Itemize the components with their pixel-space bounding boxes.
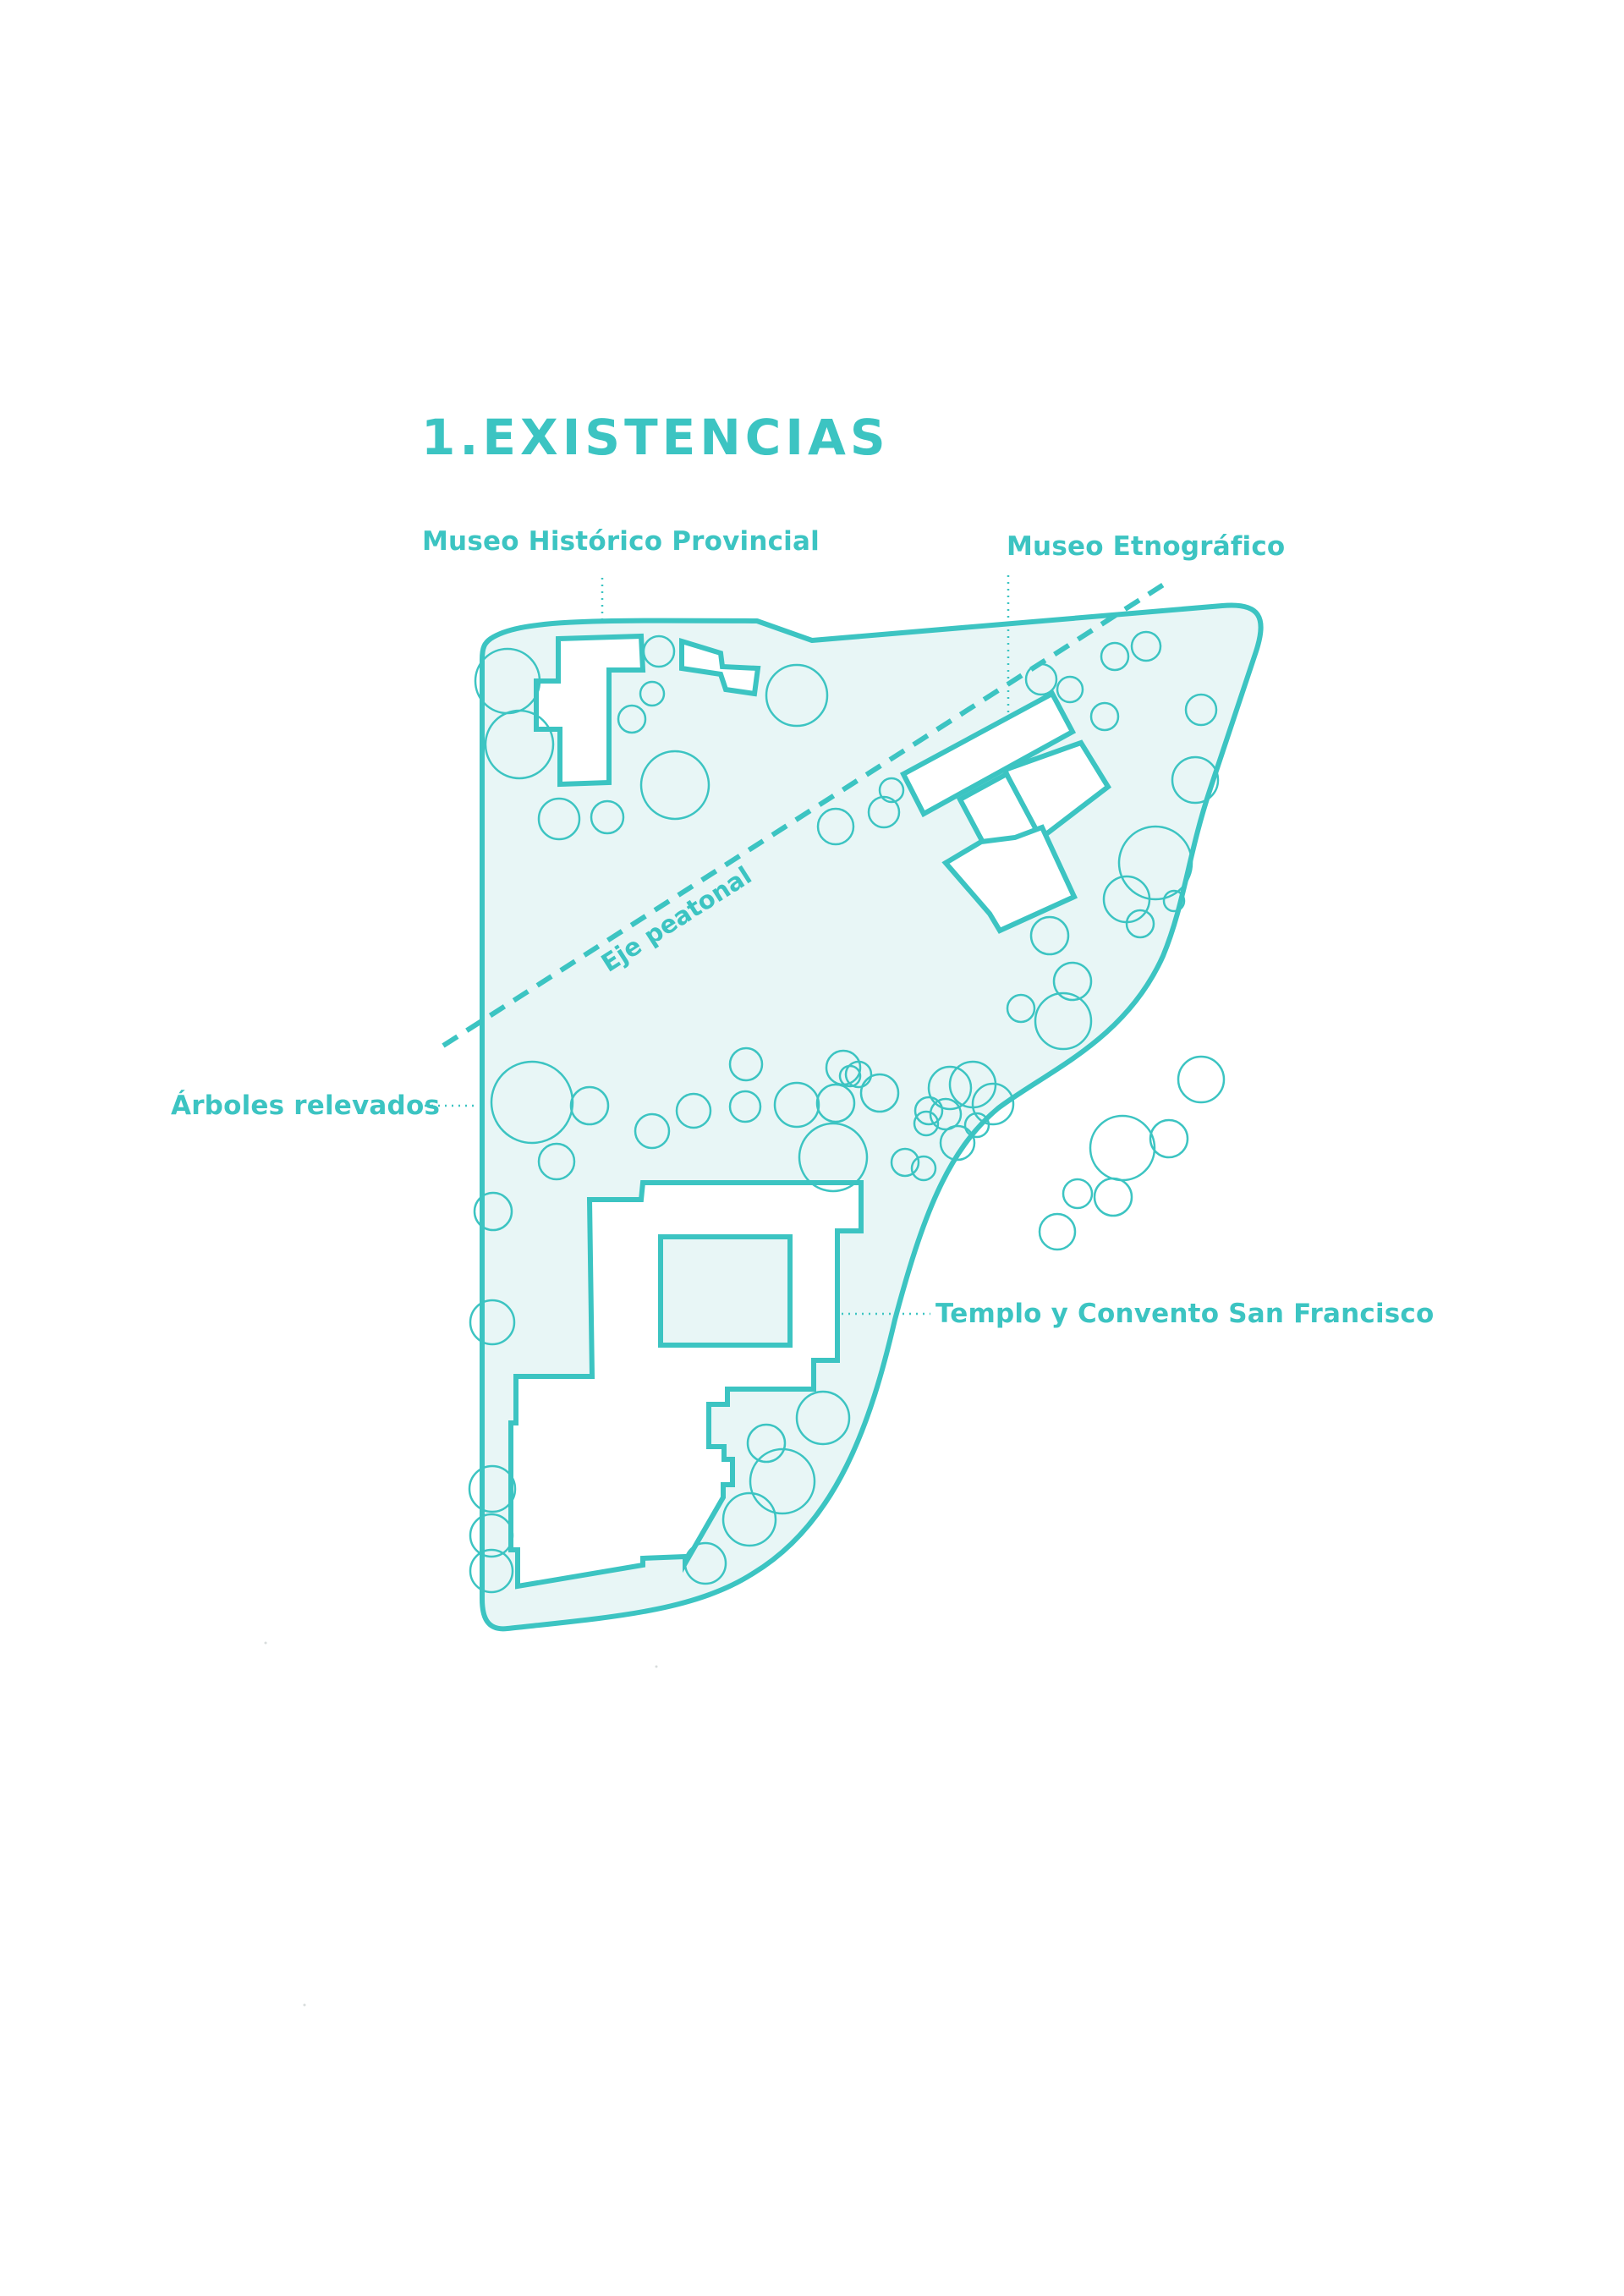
tree-28 [490, 1060, 574, 1145]
tree-50 [913, 1110, 940, 1137]
tree-56 [1093, 1177, 1133, 1217]
tree-9 [590, 799, 625, 835]
tree-5 [617, 704, 647, 734]
tree-29 [569, 1085, 610, 1126]
tree-65 [749, 1447, 816, 1515]
tree-32 [675, 1092, 712, 1129]
tree-7 [639, 750, 710, 821]
tree-15 [1100, 641, 1130, 672]
tree-62 [469, 1548, 514, 1594]
museo-etnografico-building-d [941, 824, 1078, 934]
tree-41 [798, 1122, 869, 1193]
tree-63 [795, 1390, 851, 1446]
museo-historico-annex [679, 637, 761, 697]
tree-10 [816, 807, 855, 846]
tree-17 [1089, 701, 1120, 732]
tree-38 [859, 1073, 900, 1113]
tree-48 [890, 1147, 920, 1178]
museo-historico-label: Museo Histórico Provincial [422, 526, 820, 557]
museo-etnografico-building-a [899, 689, 1077, 818]
arboles-relevados-label: Árboles relevados [171, 1090, 441, 1121]
tree-24 [1029, 915, 1070, 956]
tree-55 [1062, 1178, 1094, 1210]
tree-14 [1056, 675, 1084, 704]
tree-6 [765, 663, 829, 728]
tree-35 [773, 1081, 820, 1129]
tree-49 [910, 1155, 937, 1182]
tree-3 [642, 634, 676, 668]
tree-37 [844, 1060, 873, 1089]
tree-57 [1038, 1212, 1077, 1251]
page-title: 1.EXISTENCIAS [421, 409, 890, 466]
tree-30 [537, 1142, 576, 1181]
tree-2 [484, 709, 555, 780]
templo-cloister-courtyard [658, 1234, 793, 1348]
tree-60 [468, 1464, 517, 1513]
tree-13 [1024, 662, 1058, 696]
tree-12 [878, 777, 905, 804]
tree-4 [639, 680, 666, 707]
museo-etnografico-label: Museo Etnográfico [1007, 531, 1286, 562]
tree-8 [537, 797, 581, 841]
tree-23 [1162, 889, 1186, 913]
buildings [508, 633, 1111, 1590]
tree-40 [815, 1083, 856, 1123]
templo-convento-label: Templo y Convento San Francisco [935, 1299, 1435, 1329]
tree-34 [728, 1090, 762, 1123]
tree-59 [469, 1299, 516, 1346]
tree-51 [963, 1112, 990, 1139]
tree-11 [867, 795, 901, 829]
tree-19 [1171, 755, 1220, 805]
tree-44 [971, 1082, 1015, 1126]
tree-64 [746, 1423, 787, 1464]
tree-54 [1149, 1118, 1189, 1159]
tree-18 [1184, 693, 1218, 727]
tree-45 [929, 1097, 963, 1131]
pedestrian-axis-line [442, 577, 1173, 1048]
tree-27 [1006, 993, 1036, 1024]
tree-26 [1034, 991, 1093, 1051]
tree-25 [1052, 961, 1093, 1002]
tree-53 [1089, 1114, 1156, 1182]
tree-52 [1177, 1055, 1226, 1104]
surveyed-trees [468, 630, 1226, 1594]
tree-66 [721, 1491, 777, 1547]
tree-47 [939, 1124, 976, 1162]
tree-20 [1117, 825, 1193, 901]
tree-46 [914, 1096, 944, 1126]
leader-lines [425, 575, 1010, 1316]
tree-67 [683, 1541, 727, 1585]
tree-33 [728, 1046, 764, 1082]
tree-22 [1125, 909, 1155, 939]
tree-31 [634, 1112, 671, 1150]
museo-historico-building [534, 633, 646, 788]
tree-42 [927, 1065, 973, 1111]
tree-61 [469, 1513, 514, 1558]
tree-16 [1130, 630, 1162, 662]
tree-39 [838, 1064, 862, 1088]
tree-58 [473, 1191, 513, 1232]
